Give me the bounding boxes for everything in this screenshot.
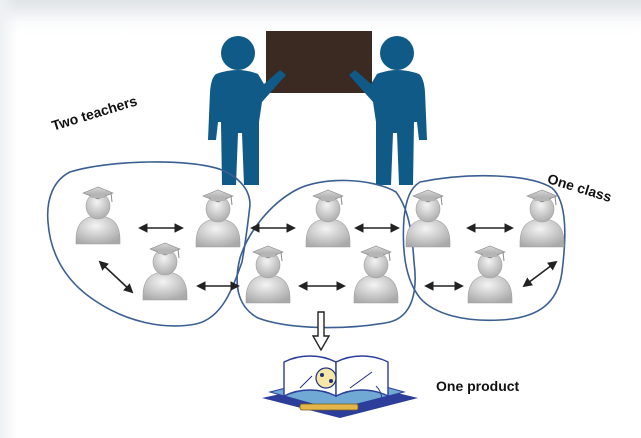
student-icon [142,242,188,301]
board-shape [266,31,372,93]
left-edge-shade [0,0,18,438]
teacher-right-icon [349,36,427,185]
student-icon [305,189,351,248]
double-arrow-icon [98,260,134,294]
student-icon [467,245,513,304]
book-product-icon [262,355,418,418]
teacher-left-icon [208,36,286,185]
student-icon [405,189,451,248]
top-edge-shade [0,0,641,22]
student-icon [353,245,399,304]
down-arrow-icon [311,311,331,352]
one-product-label: One product [436,378,520,394]
student-icon [519,189,565,248]
student-icon [245,245,291,304]
group-outline-left [46,161,251,327]
group-outline-right [402,174,566,322]
group-outline-middle [236,179,416,329]
student-icon [75,186,121,245]
double-arrow-icon [522,260,558,288]
student-icon [195,189,241,248]
